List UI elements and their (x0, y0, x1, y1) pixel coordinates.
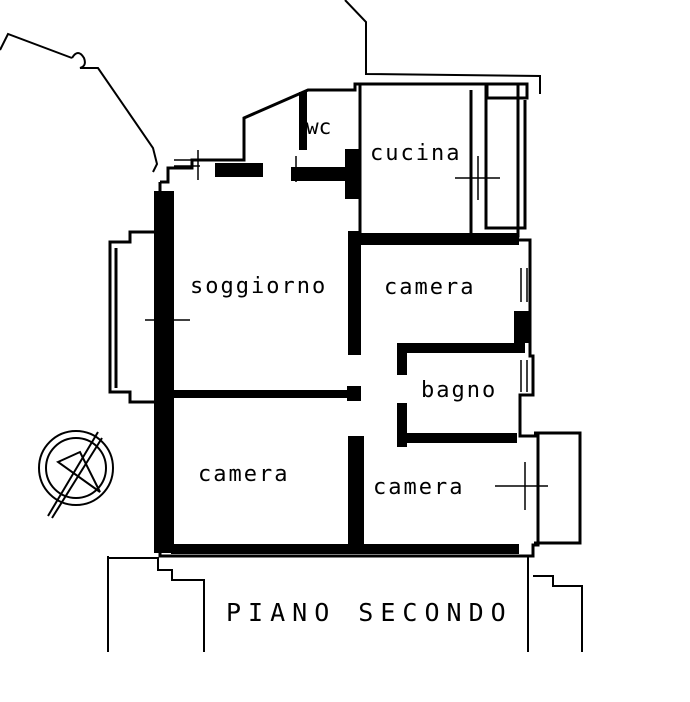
room-labels: wc cucina soggiorno camera bagno camera … (190, 115, 513, 627)
room-label-camera-east: camera (384, 275, 475, 300)
interior-walls (154, 92, 530, 554)
room-label-camera-southeast: camera (373, 475, 464, 500)
window-marks (159, 159, 528, 530)
cross-marks (145, 150, 548, 510)
compass-outer-ring (38, 430, 114, 506)
compass-inner-ring (45, 437, 107, 499)
room-label-camera-southwest: camera (198, 462, 289, 487)
room-label-soggiorno: soggiorno (190, 274, 327, 299)
room-label-wc: wc (306, 115, 331, 139)
north-arrow-icon (56, 450, 101, 493)
room-label-cucina: cucina (370, 141, 461, 166)
room-label-bagno: bagno (421, 378, 497, 403)
site-boundary (0, 0, 583, 652)
compass (38, 430, 114, 519)
floor-title: PIANO SECONDO (226, 598, 513, 627)
